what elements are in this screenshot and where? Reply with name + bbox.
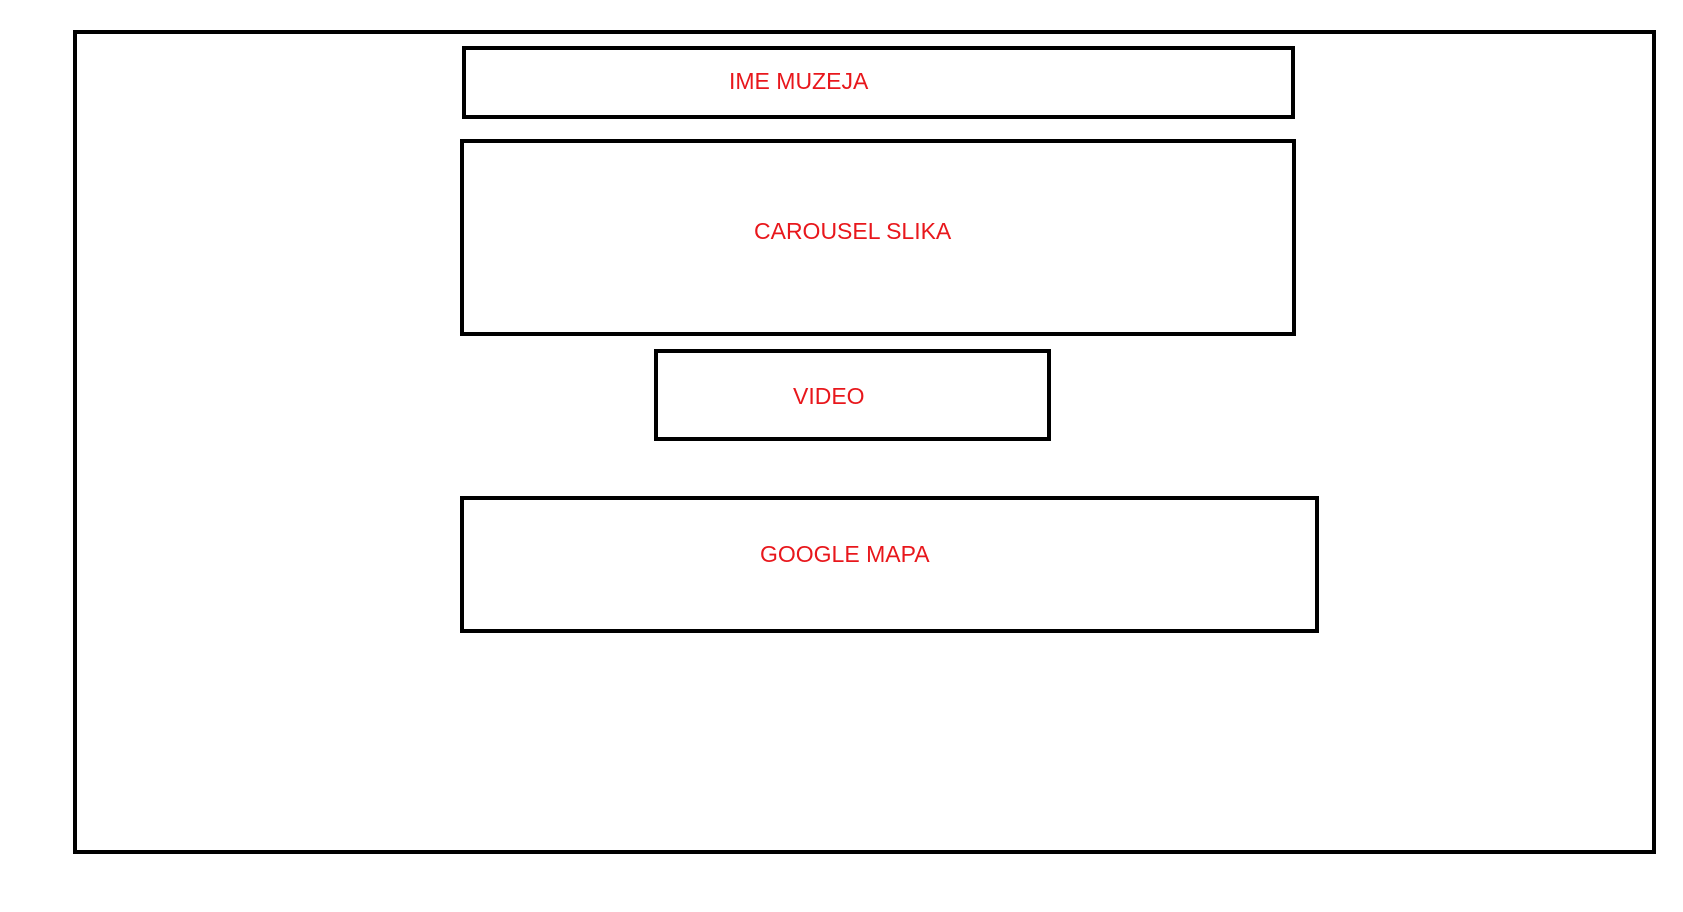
- google-map-label: GOOGLE MAPA: [760, 541, 930, 567]
- image-carousel-label: CAROUSEL SLIKA: [754, 218, 952, 244]
- video-box[interactable]: VIDEO: [654, 349, 1051, 441]
- museum-name-box: IME MUZEJA: [462, 46, 1295, 119]
- museum-name-label: IME MUZEJA: [729, 68, 869, 94]
- google-map-box[interactable]: GOOGLE MAPA: [460, 496, 1319, 633]
- video-label: VIDEO: [793, 383, 865, 409]
- page-frame: [73, 30, 1656, 854]
- image-carousel-box[interactable]: CAROUSEL SLIKA: [460, 139, 1296, 336]
